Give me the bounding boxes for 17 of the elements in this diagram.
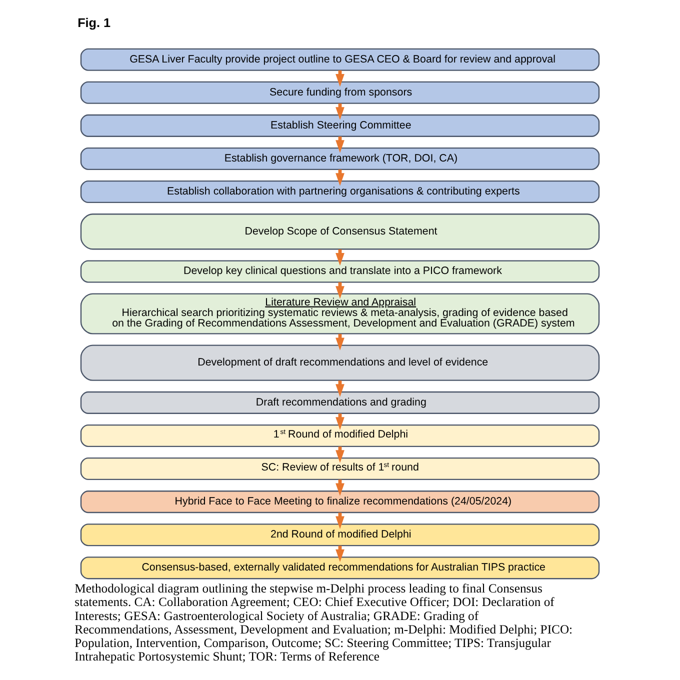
node-box: Secure funding from sponsors <box>80 81 600 104</box>
node-box: 2nd Round of modified Delphi <box>80 524 600 546</box>
node-box: 1$^{st}$ Round of modified Delphi <box>80 424 600 447</box>
node-box: Development of draft recommendations and level of evidence <box>80 344 600 381</box>
caption: Methodological diagram outlining the stepwise m-Delphi process leading to final Consensus statements. CA: Collaboration Agreement; CEO: Chief Executive Officer; DOI: Declaration of Interests; GESA: Gastroenterological Society of Australia; GRADE: Grading of Recommendations, Assessment, Development and Evaluation; m-Delphi: Modified Delphi; PICO: Population, Intervention, Comparison, Outcome; SC: Steering Committee; TIPS: Transjugular Intrahepatic Portosystemic Shunt; TOR: Terms of Reference <box>74 582 573 664</box>
node-box: Establish governance framework (TOR, DOI, CA) <box>80 147 600 170</box>
node-box: Establish collaboration with partnering organisations & contributing experts <box>80 180 600 204</box>
node-box: Literature Review and Appraisal Hierarchical search prioritizing systematic reviews & meta-analysis, grading of evidence based on the Grading of Recommendations Assessment, Development and Evaluation (GRADE) system <box>80 293 600 334</box>
node-box: Establish Steering Committee <box>80 114 600 137</box>
diagram-title: Fig. 1 <box>78 16 111 30</box>
node-box: GESA Liver Faculty provide project outline to GESA CEO & Board for review and approval <box>80 48 600 71</box>
node-box: Draft recommendations and grading <box>80 391 600 414</box>
node-box: Develop key clinical questions and translate into a PICO framework <box>80 260 600 283</box>
node-box: Develop Scope of Consensus Statement <box>80 214 600 250</box>
node-box: Hybrid Face to Face Meeting to finalize recommendations (24/05/2024) <box>80 490 600 514</box>
node-box: SC: Review of results of 1$^{st}$ round <box>80 458 600 480</box>
node-box: Consensus-based, externally validated recommendations for Australian TIPS practice <box>80 556 600 580</box>
